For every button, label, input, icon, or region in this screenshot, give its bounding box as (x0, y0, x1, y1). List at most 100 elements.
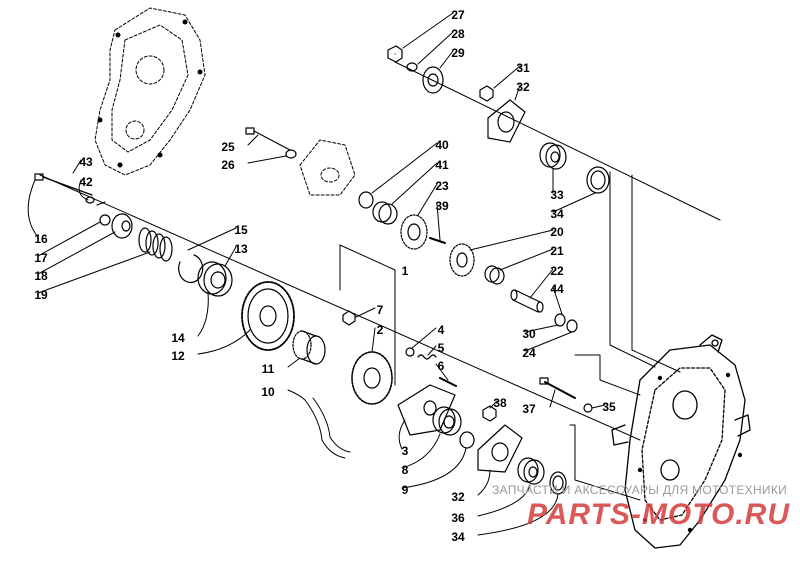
callout-c34a: 34 (550, 207, 564, 221)
flange-plate-32-top (487, 99, 526, 143)
callout-c16: 16 (34, 232, 48, 246)
callout-c4: 4 (438, 323, 445, 337)
callout-c23: 23 (435, 179, 449, 193)
seal-ring-34-top (586, 166, 610, 194)
callout-c43: 43 (79, 155, 93, 169)
housing-bolts (637, 372, 743, 533)
callout-c18: 18 (34, 269, 48, 283)
bolt-25 (245, 127, 297, 159)
nut-7 (342, 310, 356, 326)
bearing-36 (517, 457, 545, 485)
washer-28 (406, 62, 418, 72)
callout-c8: 8 (402, 463, 409, 477)
callout-c22: 22 (550, 264, 564, 278)
washer-42 (85, 196, 95, 204)
bearing-13 (197, 261, 233, 297)
bolt-16 (34, 173, 93, 196)
watermark-caption: ЗАПЧАСТИ И АКСЕССУАРЫ ДЛЯ МОТОТЕХНИКИ (492, 483, 788, 497)
assembly-1-bracket (339, 244, 396, 386)
callout-c42: 42 (79, 175, 93, 189)
washer-17 (99, 214, 111, 226)
lower-bracket-lines (569, 354, 641, 501)
callout-c2: 2 (377, 323, 384, 337)
callout-c32b: 32 (451, 490, 465, 504)
sprocket-12 (241, 281, 295, 351)
chaincase-cover-top (94, 7, 206, 176)
callout-c6: 6 (438, 359, 445, 373)
upper-bearing-bracket (299, 139, 356, 196)
nut-38 (482, 405, 497, 422)
callout-c19: 19 (34, 288, 48, 302)
washer-24 (566, 319, 578, 333)
callout-c15: 15 (234, 223, 248, 237)
gear-11 (292, 330, 326, 365)
callout-c13: 13 (234, 242, 248, 256)
callout-c20: 20 (550, 225, 564, 239)
flange-plate-32-bottom (477, 424, 523, 473)
sprocket-23 (400, 214, 428, 250)
callout-c32a: 32 (516, 80, 530, 94)
callout-c12: 12 (171, 349, 185, 363)
callout-c33: 33 (550, 188, 564, 202)
key-43 (96, 201, 106, 206)
callout-c44: 44 (550, 282, 564, 296)
spacer-tube-22 (510, 289, 544, 313)
callout-c36: 36 (451, 511, 465, 525)
callout-c40: 40 (435, 138, 449, 152)
spacer-40 (358, 191, 374, 209)
needle-bearing-41 (372, 201, 398, 225)
washer-44 (554, 313, 566, 327)
sprocket-20 (449, 243, 475, 277)
stud-37 (539, 377, 576, 399)
cup-18 (111, 213, 133, 239)
callout-c17: 17 (34, 251, 48, 265)
callout-c31: 31 (516, 61, 530, 75)
callout-c7: 7 (377, 303, 384, 317)
spring-19 (138, 227, 173, 262)
sprocket-2 (351, 351, 393, 405)
callout-c5: 5 (438, 341, 445, 355)
callout-c29: 29 (451, 46, 465, 60)
callout-c30: 30 (522, 327, 536, 341)
chain-10 (304, 397, 351, 459)
nut-31 (479, 85, 494, 102)
ball-4 (405, 347, 415, 357)
spring-5 (417, 354, 437, 360)
bearing-21 (484, 265, 505, 285)
washer-35 (583, 403, 593, 413)
nut-27 (387, 45, 403, 63)
callout-c39: 39 (435, 199, 449, 213)
callout-c11: 11 (262, 362, 275, 376)
callout-c27: 27 (451, 8, 465, 22)
screw-6 (439, 377, 457, 387)
watermark-logo: PARTS-MOTO.RU (526, 498, 790, 531)
sprocket-29 (422, 66, 444, 94)
cover-bolts (97, 19, 203, 168)
callout-c3: 3 (402, 444, 409, 458)
callout-c25: 25 (221, 140, 235, 154)
callout-c21: 21 (550, 244, 564, 258)
cam-plate-3 (397, 384, 456, 436)
callout-c26: 26 (221, 158, 235, 172)
callout-c37: 37 (522, 402, 536, 416)
callout-c38: 38 (493, 396, 507, 410)
callout-c1: 1 (402, 264, 409, 278)
callout-c34b: 34 (451, 530, 465, 544)
washer-9 (459, 431, 475, 449)
callout-c10: 10 (261, 385, 275, 399)
bearing-33 (539, 142, 567, 170)
chaincase-housing (611, 334, 751, 549)
shaft-axis-lines (39, 61, 721, 441)
pin-39 (429, 237, 446, 244)
callout-c35: 35 (602, 400, 616, 414)
callout-c24: 24 (522, 346, 536, 360)
callout-c41: 41 (435, 158, 449, 172)
leader-lines (27, 12, 606, 536)
bearing-8 (432, 406, 462, 436)
callout-c9: 9 (402, 483, 409, 497)
snap-ring-15 (178, 254, 204, 283)
callout-c14: 14 (171, 331, 185, 345)
